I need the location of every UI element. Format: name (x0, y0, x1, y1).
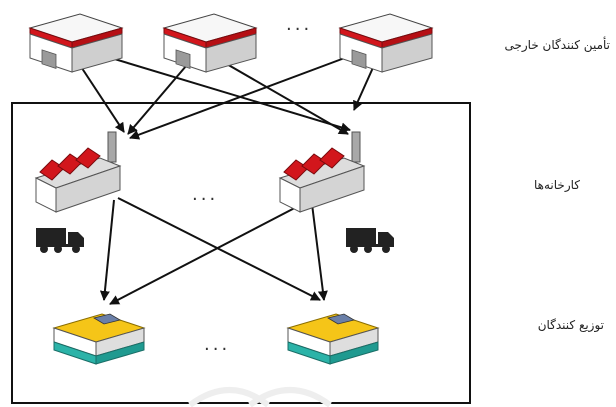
arrow-factory2-distributor1 (109, 199, 311, 305)
arrow-factory1-distributor2 (117, 197, 321, 301)
supplier-warehouse-icon (163, 13, 257, 73)
watermark-arc (248, 387, 332, 407)
arrow-supplier3-factory1 (129, 49, 367, 140)
supplier-warehouse-icon (29, 13, 123, 73)
suppliers-ellipsis: ... (286, 14, 313, 35)
suppliers-tier-label: تأمین کنندگان خارجی (504, 38, 610, 52)
arrow-factory2-distributor2 (311, 203, 328, 301)
enterprise-boundary-frame (11, 102, 471, 404)
arrow-supplier1-factory2 (77, 47, 351, 133)
factories-tier-label: کارخانه‌ها (534, 178, 580, 192)
supplier-warehouse-icon (339, 13, 433, 73)
factories-ellipsis: ... (192, 184, 219, 205)
distribution-center-icon (287, 313, 379, 365)
truck-icon (346, 228, 394, 253)
distributors-tier-label: توزیع کنندگان (537, 318, 604, 332)
factory-icon (35, 131, 121, 213)
distribution-center-icon (53, 313, 145, 365)
truck-icon (36, 228, 84, 253)
arrow-factory1-distributor1 (99, 199, 115, 301)
factory-to-distributor-arrows (99, 197, 328, 305)
factory-icon (279, 131, 365, 213)
distributors-ellipsis: ... (204, 334, 231, 355)
